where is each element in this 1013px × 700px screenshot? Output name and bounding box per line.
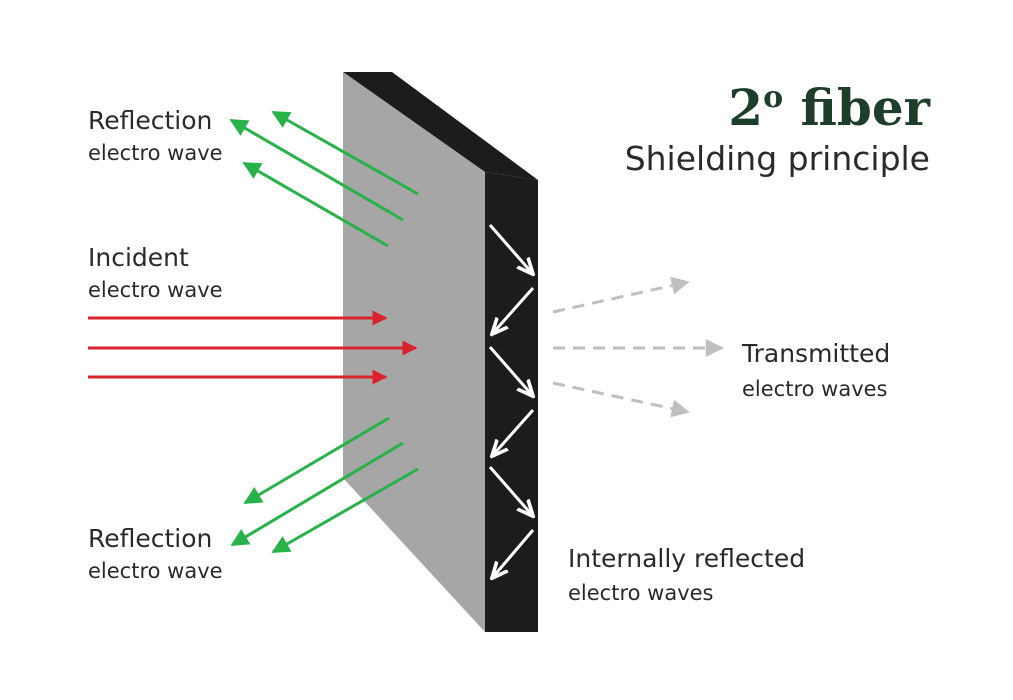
internal-title: Internally reflected xyxy=(568,544,805,573)
reflection-top-arrow-1 xyxy=(271,110,419,196)
reflection-bottom-title: Reflection xyxy=(88,524,212,553)
transmitted-arrows xyxy=(552,276,724,418)
reflection-top-arrow-2 xyxy=(229,118,404,222)
incident-title: Incident xyxy=(88,243,189,272)
reflection-bottom-arrow-2 xyxy=(230,441,404,547)
brand-title-gap xyxy=(783,78,800,137)
brand-title-word: fiber xyxy=(801,78,931,137)
internal-arrow-4 xyxy=(493,409,535,455)
reflection-top-arrow-3 xyxy=(242,161,389,248)
internal-arrow-1 xyxy=(488,224,532,273)
page-subtitle: Shielding principle xyxy=(625,139,930,178)
reflection-top-subtitle: electro wave xyxy=(88,141,223,165)
brand-title-number: 2 xyxy=(728,78,763,137)
panel-top-edge xyxy=(343,72,538,180)
reflection-top-arrows xyxy=(229,110,419,248)
internal-arrow-2 xyxy=(493,287,535,333)
transmitted-arrow-3 xyxy=(552,381,690,418)
incident-subtitle: electro wave xyxy=(88,278,223,302)
reflection-bottom-subtitle: electro wave xyxy=(88,559,223,583)
panel-side-face xyxy=(485,172,538,632)
brand-title-superscript: o xyxy=(763,80,783,115)
transmitted-subtitle: electro waves xyxy=(742,377,887,401)
reflection-bottom-arrow-3 xyxy=(271,467,419,554)
incident-arrows xyxy=(88,310,418,385)
internal-subtitle: electro waves xyxy=(568,581,713,605)
internal-arrow-3 xyxy=(488,346,532,395)
reflection-bottom-arrow-1 xyxy=(243,416,390,505)
internal-reflection-arrows xyxy=(488,224,535,577)
transmitted-title: Transmitted xyxy=(741,339,890,368)
brand-title: 2o fiber xyxy=(728,78,930,137)
reflection-bottom-arrows xyxy=(230,416,419,554)
reflection-top-title: Reflection xyxy=(88,106,212,135)
internal-arrow-6 xyxy=(493,529,535,577)
shield-panel-icon xyxy=(343,72,538,632)
transmitted-arrow-1 xyxy=(552,276,690,314)
internal-arrow-5 xyxy=(488,466,532,515)
